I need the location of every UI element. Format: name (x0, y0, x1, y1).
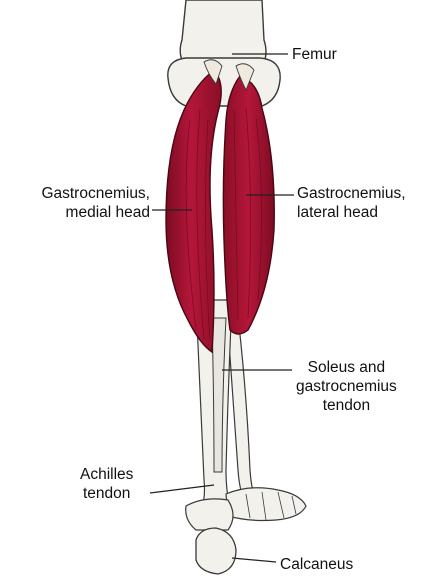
label-achilles-line-2: tendon (80, 484, 133, 503)
label-achilles-tendon: Achilles tendon (80, 465, 133, 503)
label-medial-line-1: Gastrocnemius, (41, 184, 150, 203)
label-soleus-line-1: Soleus and (296, 358, 397, 377)
calcaneus-bone (196, 528, 236, 574)
label-femur: Femur (292, 45, 337, 64)
label-gastrocnemius-lateral-head: Gastrocnemius, lateral head (297, 184, 406, 222)
label-calcaneus-line-1: Calcaneus (280, 555, 353, 574)
femoral-condyles (168, 58, 280, 106)
label-soleus-line-3: tendon (296, 396, 397, 415)
label-medial-line-2: medial head (41, 203, 150, 222)
leader-line-calcaneus (232, 558, 276, 562)
label-lateral-line-2: lateral head (297, 203, 406, 222)
label-calcaneus: Calcaneus (280, 555, 353, 574)
label-soleus-line-2: gastrocnemius (296, 377, 397, 396)
ankle-bones (186, 499, 233, 530)
label-achilles-line-1: Achilles (80, 465, 133, 484)
label-gastrocnemius-medial-head: Gastrocnemius, medial head (41, 184, 150, 222)
label-lateral-line-1: Gastrocnemius, (297, 184, 406, 203)
label-soleus-gastrocnemius-tendon: Soleus and gastrocnemius tendon (296, 358, 397, 415)
label-femur-line-1: Femur (292, 45, 337, 64)
